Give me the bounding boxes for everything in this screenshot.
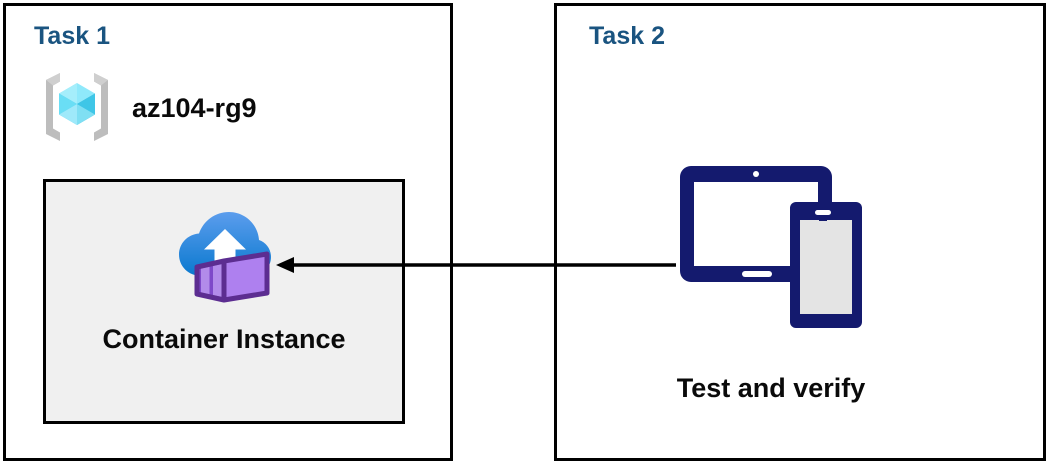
panel-task-2: Task 2	[554, 3, 1046, 461]
panel-task-1-title: Task 1	[34, 22, 110, 50]
panel-task-2-title: Task 2	[589, 22, 665, 50]
azure-resource-group-icon	[38, 68, 116, 151]
test-and-verify-label: Test and verify	[676, 373, 866, 403]
container-instance-box: Container Instance	[43, 179, 405, 424]
resource-group-label: az104-rg9	[132, 93, 257, 123]
azure-container-instance-icon	[175, 205, 273, 308]
resource-group-row: az104-rg9	[38, 68, 257, 151]
devices-block: Test and verify	[676, 162, 866, 404]
panel-task-1: Task 1	[3, 3, 453, 461]
tablet-and-phone-devices-icon	[676, 162, 866, 337]
container-instance-label: Container Instance	[102, 324, 346, 354]
